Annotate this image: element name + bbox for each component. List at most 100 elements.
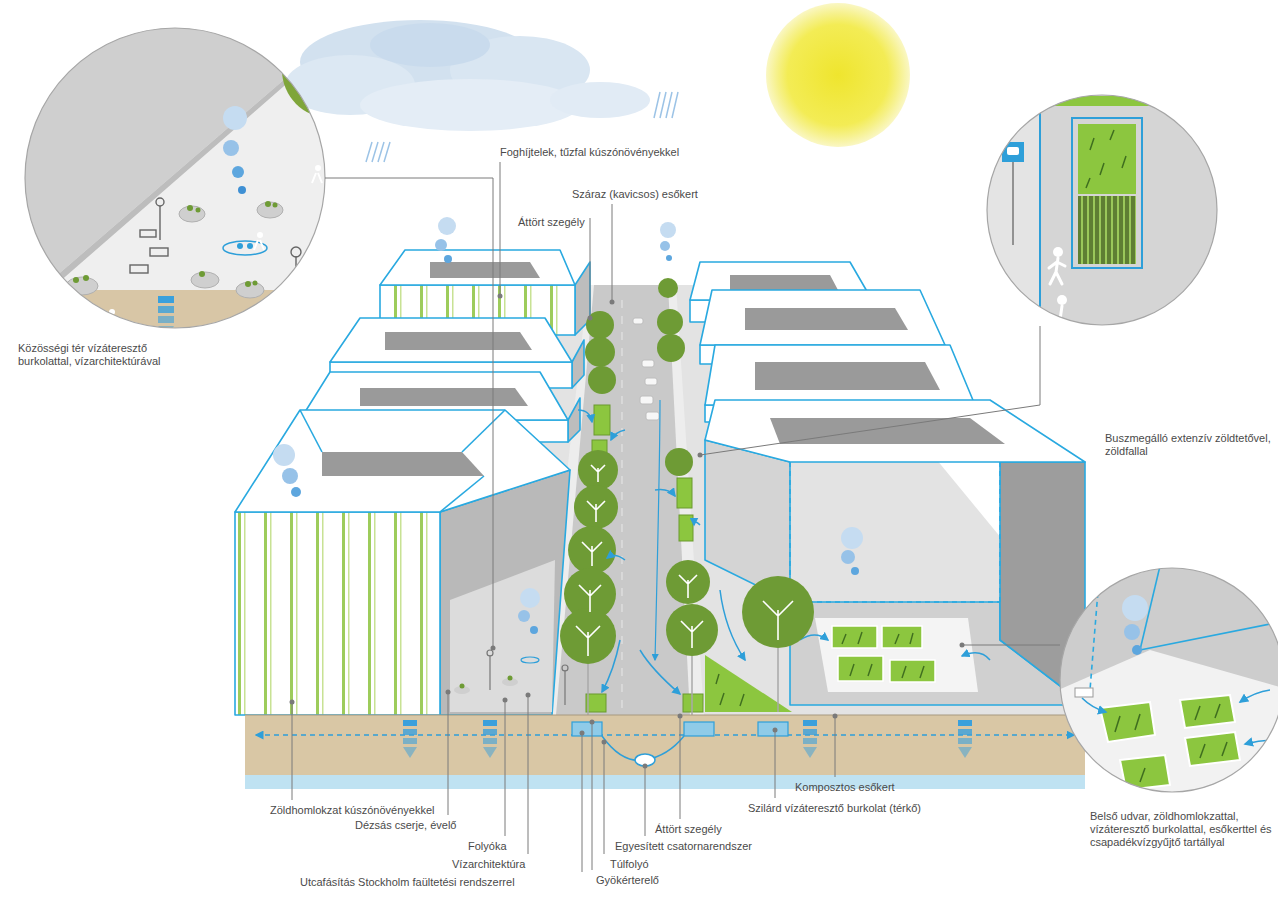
parked-cars <box>633 318 659 420</box>
courtyard-raingardens-part-part <box>910 633 913 644</box>
infiltration-wells-part <box>403 738 417 744</box>
busstop-inset-part-part-part <box>1057 295 1067 305</box>
community-plaza-part <box>450 560 555 712</box>
busstop-inset-part <box>985 93 1220 330</box>
storage-cells-part <box>572 722 602 736</box>
street-trees-part-part <box>582 542 602 566</box>
street-raingarden <box>705 655 792 712</box>
street-raingarden-part-part <box>720 693 724 705</box>
infiltration-wells-part <box>403 747 417 758</box>
right-buildings-part <box>705 400 1085 462</box>
street-planters-part <box>679 515 693 541</box>
community-plaza-part <box>562 665 568 671</box>
community-plaza-part <box>489 655 490 690</box>
cloud-part <box>360 79 580 131</box>
busstop-inset-part-part <box>1039 93 1041 330</box>
infiltration-wells-part <box>483 720 497 726</box>
plaza-inset-part-part <box>158 306 174 313</box>
courtyard-raingardens-part <box>842 632 924 678</box>
right-buildings-part <box>705 345 975 405</box>
infiltration-wells-part <box>483 747 497 758</box>
street-trees-part-part <box>665 448 693 476</box>
plaza-inset-part-part-part <box>315 165 321 171</box>
plaza-inset-part-part <box>20 20 330 290</box>
plaza-inset-part-part-part <box>179 206 205 222</box>
infiltration-wells-part <box>803 720 817 726</box>
courtyard-inset-part-part-part <box>1240 690 1270 702</box>
leader-lines-part <box>680 716 681 819</box>
callout-label: Buszmegálló extenzív zöldtetővel, zöldfa… <box>1105 432 1273 458</box>
leader-lines-part <box>592 722 593 870</box>
plaza-inset-part-part-part <box>150 248 168 256</box>
leader-lines-part <box>835 716 836 777</box>
evaporation-bubbles-part <box>435 239 447 251</box>
storage-cells-part <box>758 722 788 736</box>
plaza-inset-part-part-part <box>199 271 205 277</box>
evaporation-bubbles-part <box>660 222 676 238</box>
cloud <box>285 20 650 131</box>
street-trees-part-part <box>579 585 601 612</box>
soil-section <box>245 715 1085 789</box>
parked-cars-part <box>633 318 643 324</box>
street-trees-part-part <box>578 450 618 490</box>
callout-label: Utcafásítás Stockholm faültetési rendsze… <box>300 876 515 889</box>
infiltration-wells-part <box>403 729 417 735</box>
infiltration-wells-part <box>958 738 972 744</box>
callout-label: Dézsás cserje, évelő <box>355 819 457 832</box>
callout-label: Túlfolyó <box>610 858 649 871</box>
left-buildings-part <box>322 452 484 476</box>
callout-label: Zöldhomlokzat kúszónövényekkel <box>270 804 434 817</box>
rain-part <box>366 142 372 162</box>
leader-lines-part <box>582 733 583 872</box>
community-plaza <box>450 560 568 712</box>
rain-part <box>660 92 666 118</box>
evaporation-bubbles-part <box>851 567 859 575</box>
leader-dots-part <box>446 690 451 695</box>
courtyard-inset-part-part <box>1122 595 1148 621</box>
street-trees-part-part <box>679 575 697 598</box>
courtyard-raingardens-part <box>962 653 990 660</box>
leader-dots-part <box>290 700 295 705</box>
parked-cars-part <box>646 412 659 420</box>
runoff-arrows-part <box>720 590 745 660</box>
street-trees-part-part <box>560 608 616 664</box>
courtyard-raingardens-part <box>815 618 978 692</box>
busstop-inset-part-part <box>1086 130 1126 188</box>
courtyard-inset-part-part <box>1058 650 1278 800</box>
left-buildings-part <box>300 410 322 452</box>
runoff-arrows-part <box>640 650 680 694</box>
plaza-inset-part-part-part <box>253 281 258 286</box>
left-buildings-part <box>380 250 575 285</box>
street-trees <box>560 278 814 715</box>
street-trees-part-part <box>742 576 814 648</box>
busstop-inset-part-part <box>1078 196 1136 264</box>
plaza-inset-part-part <box>223 241 267 255</box>
callout-label: Komposztos esőkert <box>795 781 895 794</box>
plaza-inset-part-part-part <box>83 275 89 281</box>
plaza-inset-part-part-part <box>254 240 264 250</box>
courtyard-inset-part-part <box>1140 620 1278 650</box>
runoff-arrows-part <box>655 490 675 496</box>
leader-lines-part <box>962 645 1060 646</box>
infiltration-wells-part <box>803 738 817 744</box>
leader-dots-part <box>773 728 778 733</box>
leader-dots-part <box>833 714 838 719</box>
street-trees-part <box>588 648 778 715</box>
busstop-inset-part-part-part <box>1090 138 1094 150</box>
callout-label: Gyökérterelő <box>596 874 659 887</box>
plaza-inset-part <box>20 20 378 340</box>
street-trees-part <box>576 465 793 656</box>
plaza-inset-part-part <box>130 198 301 292</box>
courtyard-inset-part <box>1058 566 1278 800</box>
runoff-arrows-part <box>602 640 620 692</box>
left-buildings-part <box>330 318 572 362</box>
street-trees-part-part <box>587 664 589 715</box>
sun-part <box>766 3 910 147</box>
busstop-inset-part-part <box>1078 124 1136 194</box>
plaza-inset-part-part <box>223 106 247 194</box>
plaza-inset-part-part-part <box>187 205 193 211</box>
leader-dots-part <box>491 646 496 651</box>
courtyard-inset-part-part <box>1090 566 1100 690</box>
callout-label: Száraz (kavicsos) esőkert <box>572 188 698 201</box>
